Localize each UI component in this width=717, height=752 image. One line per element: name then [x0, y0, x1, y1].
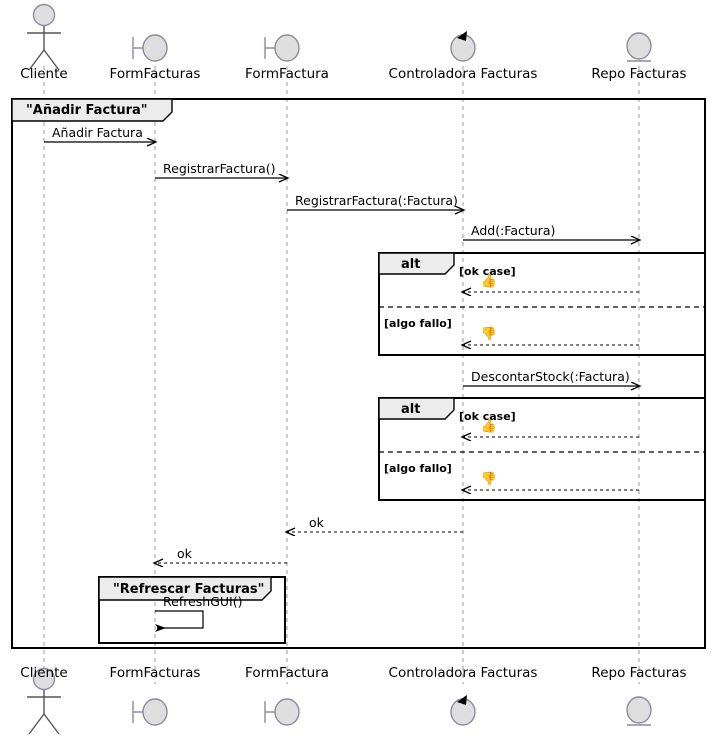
boundary-icon-head-formfactura [264, 34, 300, 62]
participant-name-head-controladora-facturas: Controladora Facturas [388, 66, 538, 82]
message-label-m5: DescontarStock(:Factura) [471, 369, 630, 384]
boundary-icon-head-formfacturas [132, 34, 168, 62]
message-label-m4: Add(:Factura) [471, 223, 556, 238]
participant-name-foot-formfactura: FormFactura [245, 665, 329, 681]
participant-name-foot-cliente: Cliente [20, 665, 68, 681]
message-label-m6: ok [309, 515, 324, 530]
control-icon-foot-controladora-facturas [450, 695, 476, 726]
control-icon-head-controladora-facturas [450, 31, 476, 62]
participant-name-foot-formfacturas: FormFacturas [109, 665, 201, 681]
message-label-alt1-msg-1: 👎 [480, 327, 498, 342]
boundary-icon-foot-formfacturas [132, 698, 168, 726]
alt-guard-alt1-1: [algo fallo] [384, 317, 452, 330]
message-label-alt2-msg-1: 👎 [480, 472, 498, 487]
alt-operator-label-alt2: alt [401, 402, 421, 417]
actor-stick-figure-icon-head-cliente [27, 3, 61, 71]
message-label-alt2-msg-0: 👍 [480, 419, 498, 434]
frames-group [11, 98, 706, 649]
message-label-m7: ok [177, 546, 192, 561]
actor-stick-figure-icon-foot-cliente [27, 667, 61, 735]
message-label-m3: RegistrarFactura(:Factura) [295, 193, 458, 208]
participant-name-head-formfactura: FormFactura [245, 66, 329, 82]
self-message-refreshgui [155, 610, 204, 632]
alt-operator-label-alt1: alt [401, 257, 421, 272]
messages-group [44, 142, 639, 632]
outer-frame-title: "Añadir Factura" [26, 103, 148, 118]
self-message-label-refreshgui: RefreshGUI() [163, 594, 243, 609]
outer-frame-anadir-factura [11, 98, 706, 649]
participant-icons-group [27, 3, 652, 735]
boundary-icon-foot-formfactura [264, 698, 300, 726]
nested-frame-title: "Refrescar Facturas" [113, 582, 265, 597]
participant-name-head-formfacturas: FormFacturas [109, 66, 201, 82]
entity-icon-foot-repo-facturas [626, 696, 652, 726]
participant-name-foot-repo-facturas: Repo Facturas [591, 665, 687, 681]
alt-guard-alt2-0: [ok case] [459, 410, 516, 423]
alt-guard-alt2-1: [algo fallo] [384, 462, 452, 475]
message-label-alt1-msg-0: 👍 [480, 274, 498, 289]
nested-frame-refrescar-facturas [98, 576, 286, 644]
participant-name-foot-controladora-facturas: Controladora Facturas [388, 665, 538, 681]
participant-name-head-cliente: Cliente [20, 66, 68, 82]
alt-fragment-alt1 [378, 252, 706, 356]
alt-guard-alt1-0: [ok case] [459, 265, 516, 278]
alt-fragment-alt2 [378, 397, 706, 501]
participant-name-head-repo-facturas: Repo Facturas [591, 66, 687, 82]
message-label-m2: RegistrarFactura() [163, 161, 276, 176]
entity-icon-head-repo-facturas [626, 32, 652, 62]
message-label-m1: Añadir Factura [52, 125, 143, 140]
